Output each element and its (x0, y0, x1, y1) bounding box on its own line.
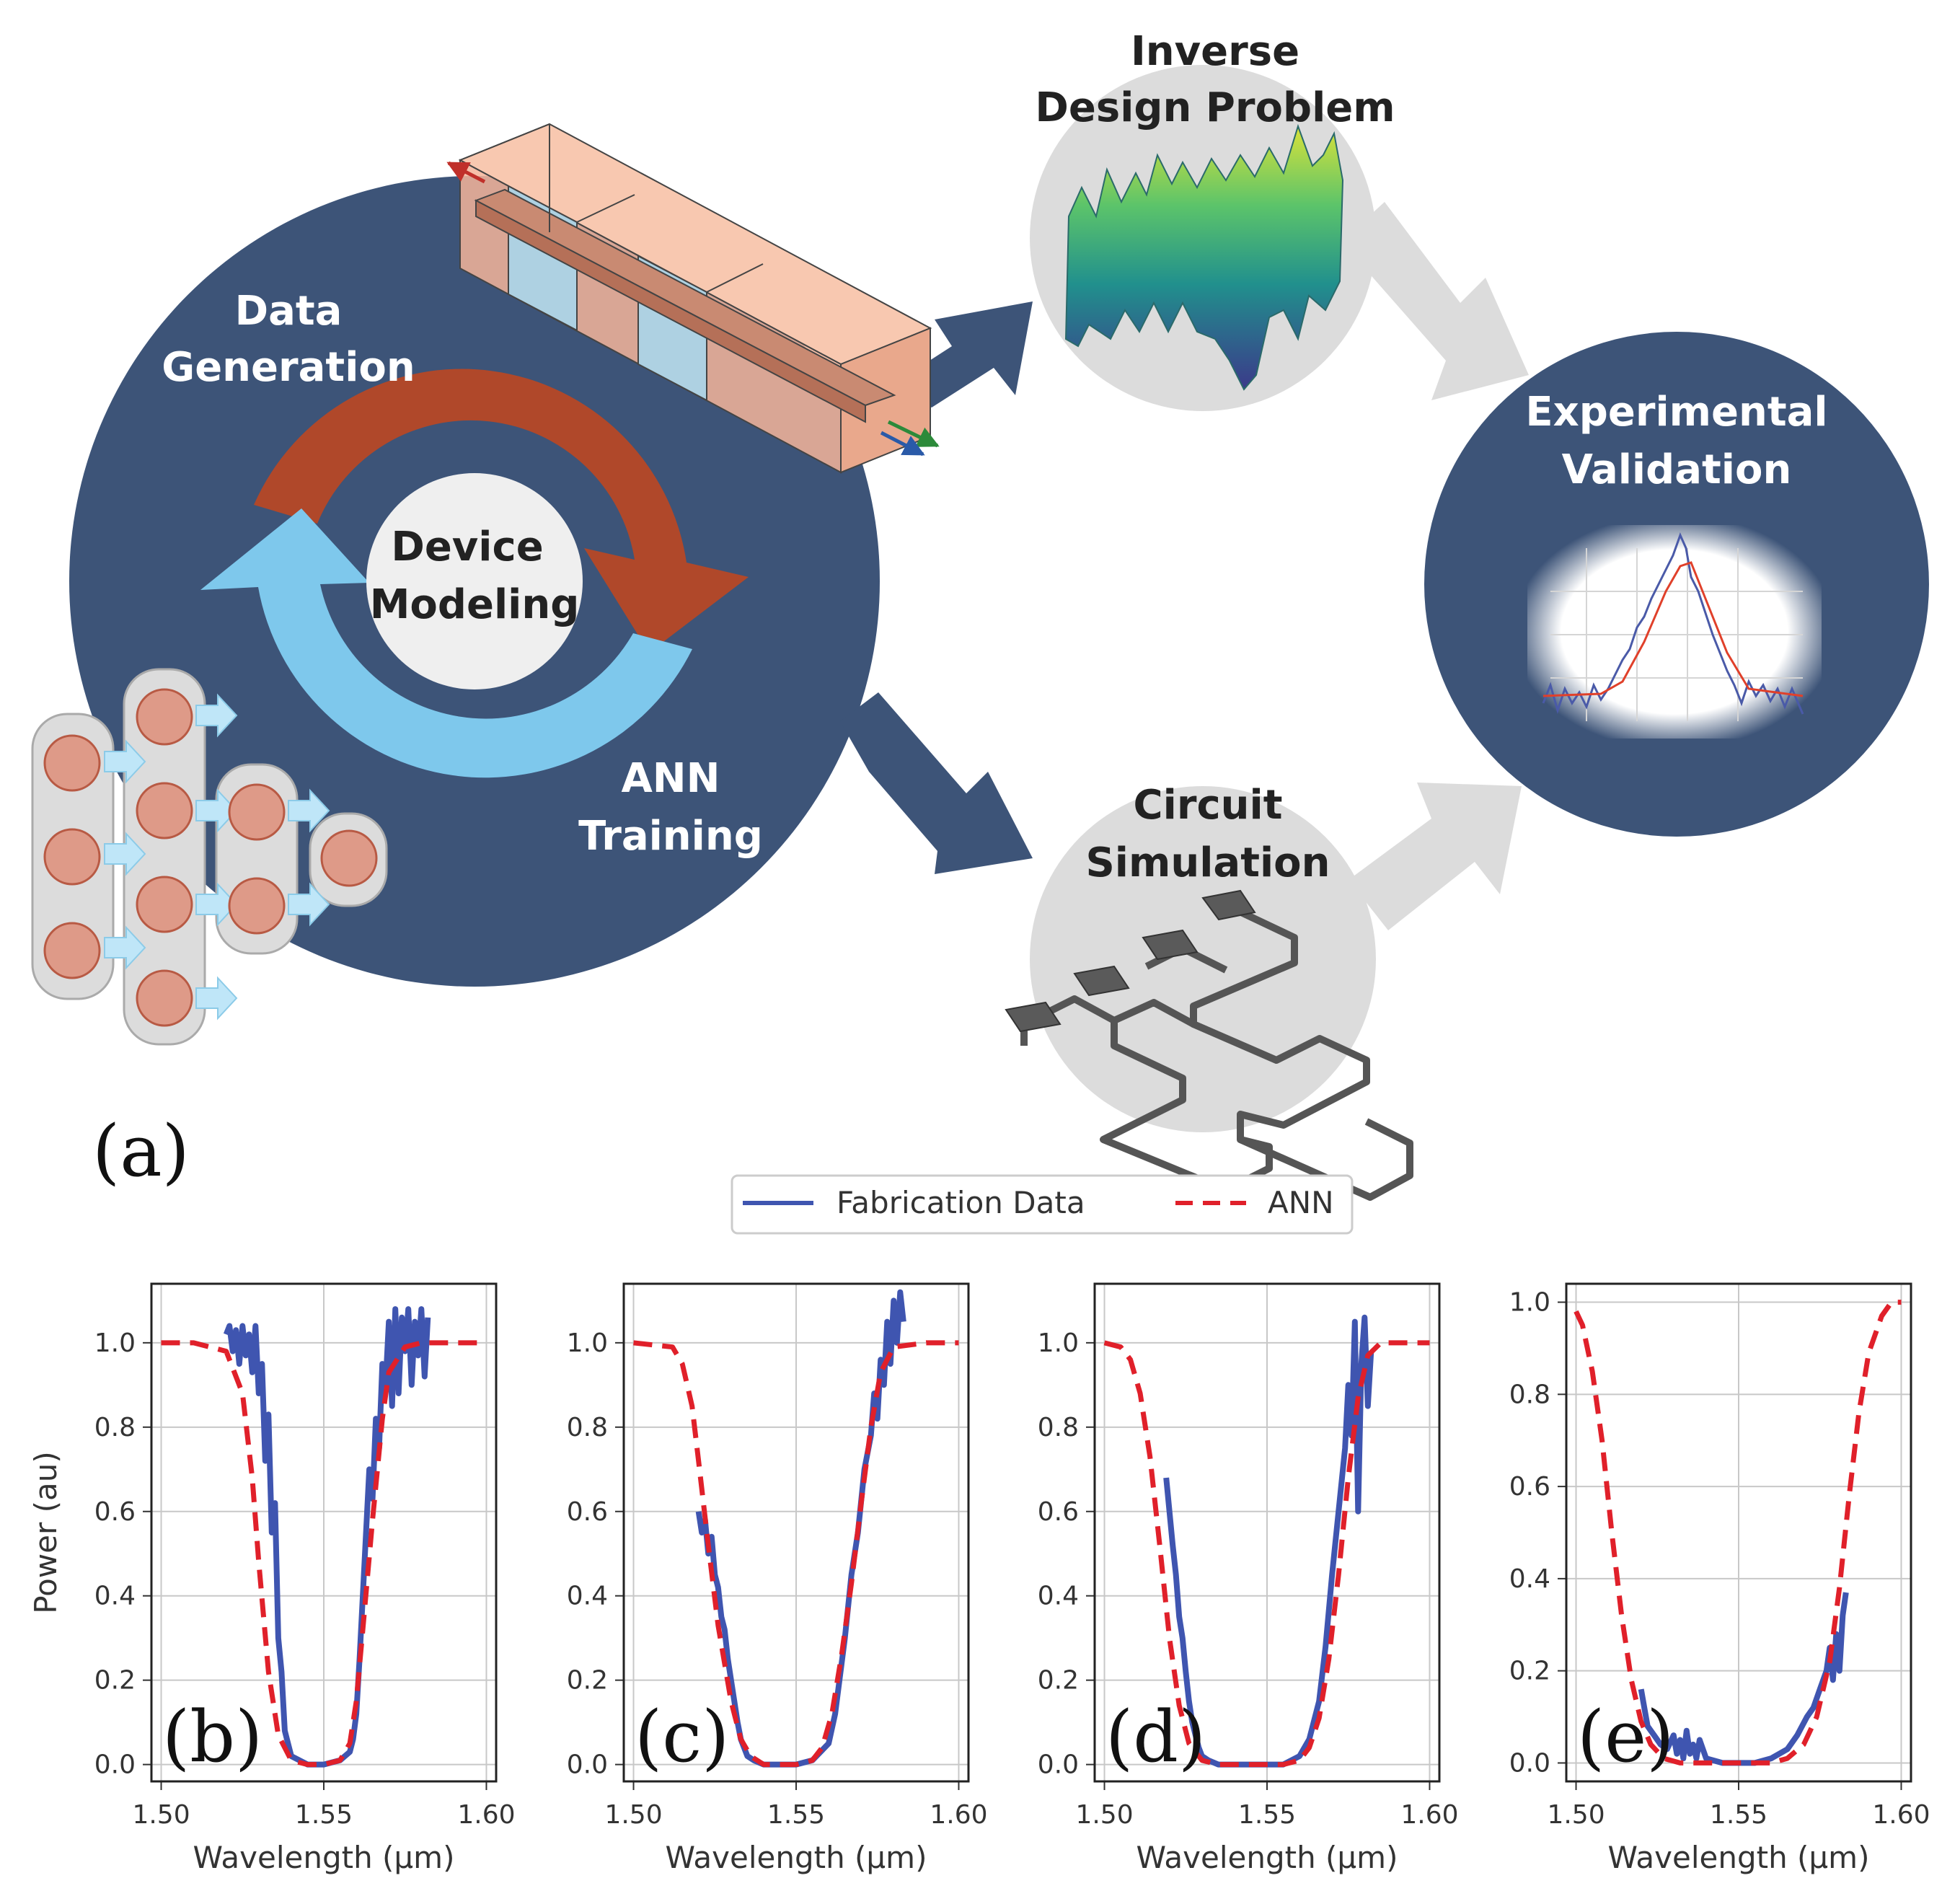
x-axis-label: Wavelength (μm) (1608, 1840, 1870, 1875)
device-modeling-label-1: Device (391, 524, 543, 570)
x-tick-label: 1.50 (1547, 1800, 1605, 1830)
y-tick-label: 0.4 (94, 1582, 136, 1611)
validation-plot-background (1527, 525, 1822, 739)
panel-letter-label: (d) (1105, 1696, 1206, 1779)
waveguide-device-illustration (458, 123, 932, 474)
ann-training-label-2: Training (578, 813, 763, 860)
y-tick-label: 0.4 (1038, 1582, 1079, 1611)
x-tick-label: 1.50 (132, 1800, 190, 1830)
y-tick-label: 0.2 (1509, 1657, 1550, 1686)
y-tick-label: 0.4 (1509, 1564, 1550, 1594)
panel-letter-label: (b) (162, 1696, 262, 1779)
green-port-arrow (887, 420, 940, 448)
inverse-design-surface-plot (1064, 123, 1344, 391)
plot-frame (150, 1282, 498, 1783)
y-tick-label: 1.0 (567, 1328, 608, 1358)
circuit-simulation-label-2: Simulation (1085, 839, 1330, 886)
nn-neurons (43, 688, 378, 1027)
panel-a-label: (a) (92, 1111, 190, 1193)
y-tick-label: 0.8 (1038, 1413, 1079, 1442)
y-tick-label: 0.6 (567, 1497, 608, 1527)
y-tick-label: 0.6 (1509, 1472, 1550, 1502)
ann-series-line (1103, 1340, 1430, 1768)
arrow-circuit-to-validation (1349, 783, 1522, 930)
y-tick-label: 0.2 (567, 1666, 608, 1696)
panel-letter-label: (c) (635, 1696, 729, 1779)
plot-frame (1093, 1282, 1441, 1783)
x-axis-label: Wavelength (μm) (1136, 1840, 1398, 1875)
red-port-arrow (446, 161, 486, 184)
x-tick-label: 1.55 (295, 1800, 353, 1830)
legend-ann-label: ANN (1268, 1185, 1334, 1220)
x-axis-label: Wavelength (μm) (193, 1840, 455, 1875)
legend-fab-label: Fabrication Data (837, 1185, 1085, 1220)
arrow-to-circuit-simulation (840, 692, 1033, 874)
data-generation-label-1: Data (235, 288, 343, 335)
validation-measured-trace (1542, 532, 1804, 715)
grating-couplers (1005, 889, 1256, 1033)
y-axis-label: Power (au) (28, 1451, 63, 1613)
y-tick-label: 1.0 (1509, 1288, 1550, 1318)
rust-cycle-arrow (254, 369, 749, 653)
experimental-validation-label-2: Validation (1562, 446, 1792, 493)
panel-letter-label: (e) (1577, 1696, 1674, 1779)
y-tick-label: 0.2 (94, 1666, 136, 1696)
y-tick-label: 0.2 (1038, 1666, 1079, 1696)
chart-panel: 1.50 1.55 1.60 0.0 0.2 0.4 0.6 0.8 1.0Wavelength… (1038, 1282, 1459, 1875)
plot-frame (622, 1282, 970, 1783)
y-tick-label: 0.0 (94, 1750, 136, 1780)
x-tick-label: 1.60 (1400, 1800, 1458, 1830)
x-tick-label: 1.60 (457, 1800, 515, 1830)
y-tick-label: 0.8 (567, 1413, 608, 1442)
y-tick-label: 1.0 (94, 1328, 136, 1358)
x-axis-label: Wavelength (μm) (666, 1840, 927, 1875)
y-tick-label: 0.8 (94, 1413, 136, 1442)
y-tick-label: 1.0 (1038, 1328, 1079, 1358)
validation-plot-grid (1550, 548, 1803, 721)
y-tick-label: 0.0 (567, 1750, 608, 1780)
device-modeling-inner-circle (366, 473, 583, 689)
legend-box (731, 1174, 1354, 1235)
blue-port-arrow (880, 431, 925, 457)
y-tick-label: 0.0 (1509, 1748, 1550, 1778)
inverse-design-label-1: Inverse (1131, 28, 1299, 75)
y-tick-label: 0.4 (567, 1582, 608, 1611)
ann-series-line (161, 1340, 487, 1768)
plot-frame (1565, 1282, 1912, 1783)
chart-panel: 1.50 1.55 1.60 0.0 0.2 0.4 0.6 0.8 1.0Wavelength… (28, 1282, 516, 1875)
y-tick-label: 0.8 (1509, 1380, 1550, 1409)
charts-group: 1.50 1.55 1.60 0.0 0.2 0.4 0.6 0.8 1.0Wavelength… (28, 1282, 1930, 1875)
y-tick-label: 0.6 (94, 1497, 136, 1527)
inverse-design-label-2: Design Problem (1035, 84, 1395, 131)
nn-arrows (104, 693, 330, 1021)
ann-series-line (1574, 1300, 1902, 1766)
ann-series-line (633, 1340, 959, 1768)
arrow-inverse-to-validation (1341, 202, 1529, 400)
x-tick-label: 1.50 (1075, 1800, 1133, 1830)
x-tick-label: 1.55 (1710, 1800, 1767, 1830)
x-tick-label: 1.60 (1872, 1800, 1930, 1830)
data-generation-label-2: Generation (162, 344, 415, 391)
chart-panel: 1.50 1.55 1.60 0.0 0.2 0.4 0.6 0.8 1.0Wavelength… (567, 1282, 988, 1875)
sky-cycle-arrow (200, 508, 692, 778)
circuit-simulation-label-1: Circuit (1134, 782, 1283, 829)
chart-legend: Fabrication Data ANN (731, 1174, 1354, 1235)
y-tick-label: 0.6 (1038, 1497, 1079, 1527)
x-tick-label: 1.60 (930, 1800, 987, 1830)
x-tick-label: 1.55 (767, 1800, 825, 1830)
y-tick-label: 0.0 (1038, 1750, 1079, 1780)
device-modeling-label-2: Modeling (370, 581, 580, 628)
experimental-validation-label-1: Experimental (1525, 389, 1827, 436)
chart-panel: 1.50 1.55 1.60 0.0 0.2 0.4 0.6 0.8 1.0Wavelength… (1509, 1282, 1930, 1875)
x-tick-label: 1.50 (604, 1800, 662, 1830)
validation-fit-trace (1542, 561, 1804, 697)
x-tick-label: 1.55 (1238, 1800, 1296, 1830)
ann-training-label-1: ANN (621, 755, 720, 802)
panel-a-diagram: Device Modeling Data Generation ANN Trai… (31, 28, 1929, 1201)
neural-network-illustration (31, 668, 388, 1046)
